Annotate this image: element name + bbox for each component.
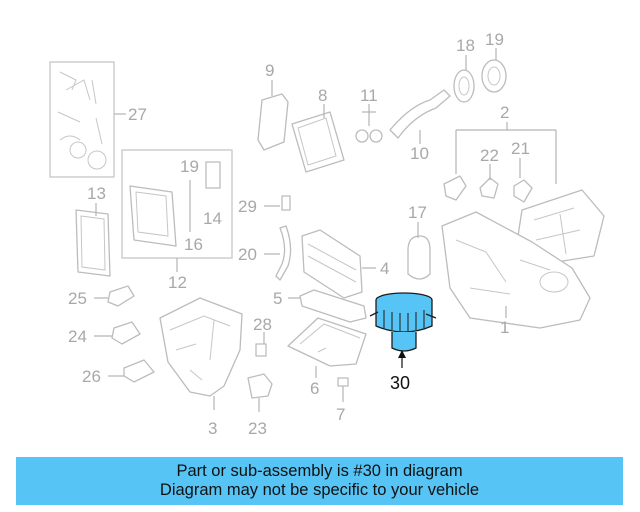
label-6: 6 [310,379,319,398]
label-4: 4 [380,259,389,278]
label-13: 13 [87,184,106,203]
label-24: 24 [68,327,87,346]
label-11: 11 [360,86,378,105]
parts-diagram: 27 13 19 14 16 12 9 8 11 [49,30,605,438]
label-12: 12 [168,273,187,292]
part-17: 17 [407,203,431,280]
label-10: 10 [410,144,429,163]
caption-line-2: Diagram may not be specific to your vehi… [159,481,480,499]
label-9: 9 [265,61,274,80]
label-14: 14 [203,209,222,228]
part-3: 3 [159,297,243,438]
part-1: 1 [441,211,591,337]
part-12-group: 19 14 16 12 [121,149,233,292]
part-13: 13 [75,184,111,277]
part-8: 8 [291,86,345,173]
part-10: 10 [389,89,451,163]
part-25: 25 [68,285,135,308]
part-4: 4 [301,229,389,299]
part-29: 29 [238,195,291,216]
caption-line-1: Part or sub-assembly is #30 in diagram [176,462,463,480]
part-11: 11 [355,86,383,143]
label-19: 19 [485,30,504,49]
part-6: 6 [287,317,367,398]
label-7: 7 [336,405,345,424]
label-16: 16 [184,235,203,254]
label-17: 17 [408,203,427,222]
label-23: 23 [248,419,267,438]
part-23: 23 [247,373,273,438]
label-21: 21 [511,139,530,158]
label-18: 18 [456,36,475,55]
label-15: 19 [180,157,199,176]
label-2: 2 [500,103,509,122]
part-19: 19 [481,30,507,93]
label-22: 22 [480,146,499,165]
part-24: 24 [68,321,141,346]
label-26: 26 [82,367,101,386]
part-18: 18 [453,36,475,103]
part-20: 20 [238,225,292,281]
part-9: 9 [257,61,289,151]
part-5: 5 [273,289,367,323]
label-29: 29 [238,197,257,216]
label-25: 25 [68,289,87,308]
part-28: 28 [253,315,272,357]
caption-banner: Part or sub-assembly is #30 in diagram D… [16,457,623,505]
label-8: 8 [318,86,327,105]
part-30-blower-motor: 30 [369,292,437,393]
part-7: 7 [336,377,349,424]
label-20: 20 [238,245,257,264]
label-3: 3 [208,419,217,438]
label-30: 30 [390,373,410,393]
label-5: 5 [273,289,282,308]
part-27-group: 27 [49,61,147,178]
part-26: 26 [82,359,155,386]
label-28: 28 [253,315,272,334]
label-1: 1 [500,318,509,337]
label-27: 27 [128,105,147,124]
